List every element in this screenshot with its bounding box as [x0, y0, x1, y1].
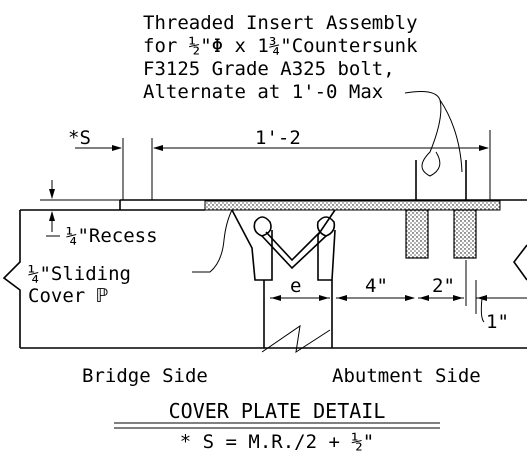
e-dimension-label: e	[290, 275, 301, 297]
threaded-inserts	[405, 160, 477, 259]
sliding-label-group: ¼"Sliding Cover ℙ	[28, 209, 233, 307]
four-inch-label: 4"	[365, 275, 388, 297]
sliding-cover-plate	[204, 200, 501, 211]
overall-dimension-label: 1'-2	[255, 127, 301, 149]
sliding-label-line-2: Cover ℙ	[28, 285, 109, 307]
callout-note: Threaded Insert Assembly for ½"Φ x 1¾"Co…	[143, 12, 418, 103]
abutment-side-label: Abutment Side	[332, 365, 481, 387]
callout-line-4: Alternate at 1'-0 Max	[143, 81, 383, 103]
recess-dimension	[40, 180, 120, 232]
s-formula: * S = M.R./2 + ½"	[180, 431, 374, 452]
s-dimension-label: *S	[68, 127, 91, 149]
callout-line-1: Threaded Insert Assembly	[143, 12, 418, 34]
break-line-left	[261, 324, 331, 354]
callout-leader	[404, 91, 442, 177]
callout-line-2: for ½"Φ x 1¾"Countersunk	[143, 35, 418, 57]
callout-line-3: F3125 Grade A325 bolt,	[143, 58, 395, 80]
callout-leader-branch	[439, 99, 463, 173]
deck-profile	[2, 199, 527, 349]
one-inch-label: 1"	[486, 311, 509, 333]
detail-title: COVER PLATE DETAIL	[114, 399, 440, 429]
lower-dimensions: e 4" 2" 1"	[270, 260, 527, 333]
overall-dimension: *S 1'-2	[68, 127, 491, 200]
recess-label-group: ¼"Recess	[46, 225, 158, 247]
detail-title-text: COVER PLATE DETAIL	[169, 399, 386, 423]
bridge-side-label: Bridge Side	[82, 365, 208, 387]
sliding-label-line-1: ¼"Sliding	[28, 263, 131, 285]
expansion-joint-gland	[231, 209, 336, 348]
two-inch-label: 2"	[432, 275, 455, 297]
recess-label: ¼"Recess	[66, 225, 158, 247]
